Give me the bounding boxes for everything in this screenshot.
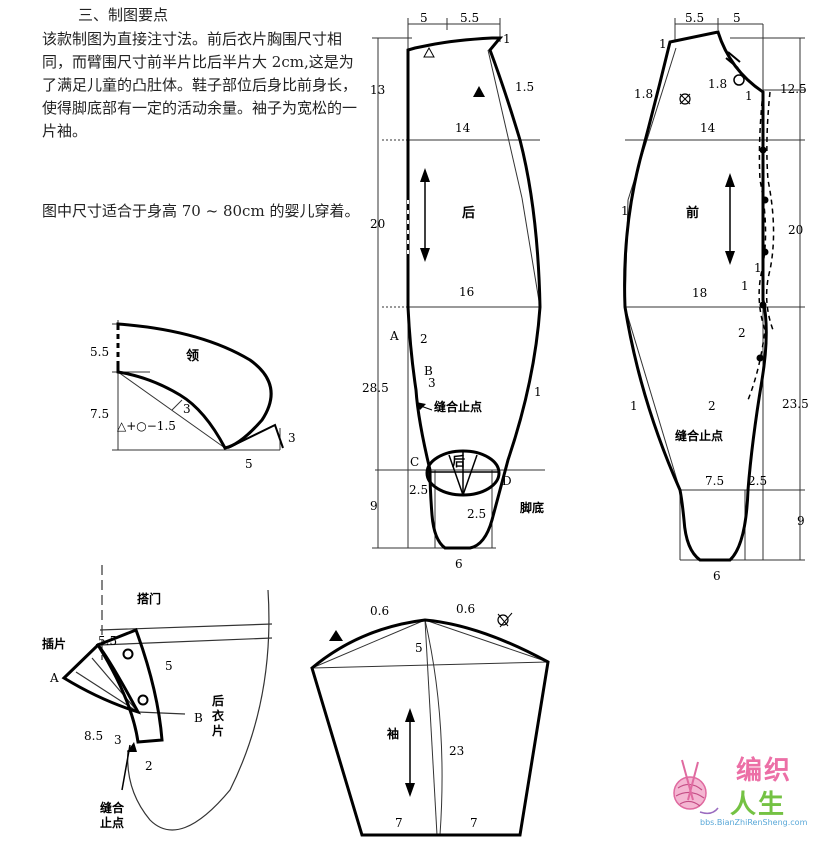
front-mark-1-side-upper: 1 — [621, 204, 629, 218]
placket-point-a: A — [49, 671, 59, 685]
sleeve-cap-height: 5 — [415, 641, 423, 655]
front-piece-title: 前 — [686, 205, 699, 221]
collar-dim-7-5: 7.5 — [90, 407, 109, 421]
back-small-2: 2 — [420, 332, 428, 346]
back-point-d: D — [502, 474, 512, 488]
back-piece-title: 后 — [462, 205, 475, 221]
placket-seam-stop-2: 止点 — [100, 815, 124, 830]
watermark-logo-icon — [673, 759, 719, 815]
front-top-width-1: 5.5 — [685, 11, 704, 25]
back-width-16: 16 — [459, 285, 474, 299]
front-mark-1-neck: 1 — [745, 89, 753, 103]
sleeve-label: 袖 — [387, 726, 399, 741]
front-top-width-2: 5 — [733, 11, 741, 25]
collar-dim-3-inner: 3 — [183, 402, 191, 416]
placket-dim-5-5: 5.5 — [98, 634, 117, 648]
front-mark-1-8-left: 1.8 — [634, 87, 653, 101]
front-width-18: 18 — [692, 286, 707, 300]
back-small-3: 3 — [428, 376, 436, 390]
front-dim-20: 20 — [788, 223, 803, 237]
collar-dim-3-outer: 3 — [288, 431, 296, 445]
back-mark-1-top: 1 — [503, 32, 511, 46]
back-width-14: 14 — [455, 121, 471, 135]
watermark-line-2: 人生 — [730, 790, 787, 820]
front-dim-23-5: 23.5 — [782, 397, 809, 411]
back-bottom-width: 6 — [455, 557, 463, 571]
notes-paragraph-2: 图中尺寸适合于身高 70 ~ 80cm 的婴儿穿着。 — [42, 202, 360, 220]
placket-point-b: B — [194, 711, 203, 725]
front-mark-1-shoulder: 1 — [659, 37, 667, 51]
back-point-a: A — [389, 329, 399, 343]
front-mark-1-center: 1 — [741, 279, 749, 293]
sleeve-dim-0-6-right: 0.6 — [456, 602, 475, 616]
back-point-c: C — [410, 455, 419, 469]
collar-dim-5-5: 5.5 — [90, 345, 109, 359]
back-small-2-5-left: 2.5 — [409, 483, 428, 497]
front-mark-1-center-b: 1 — [754, 261, 762, 275]
placket-seam-stop-1: 缝合 — [100, 800, 125, 815]
placket-detail: 搭门 插片 后 衣 片 缝合 止点 A B 5.5 5 8.5 3 2 — [42, 565, 273, 831]
back-mark-1-5: 1.5 — [515, 80, 534, 94]
sleeve-dim-0-6-left: 0.6 — [370, 604, 389, 618]
watermark-line-1: 编织 — [736, 756, 793, 786]
sleeve-bottom-right: 7 — [470, 816, 478, 830]
back-dim-20: 20 — [370, 217, 385, 231]
front-dim-9: 9 — [797, 514, 805, 528]
collar-formula: △+○−1.5 — [117, 419, 176, 433]
back-dim-13: 13 — [370, 83, 385, 97]
back-dim-9: 9 — [370, 499, 378, 513]
collar-label: 领 — [186, 348, 199, 364]
placket-label-chapian: 插片 — [42, 636, 66, 651]
back-sole-label: 脚底 — [520, 500, 544, 515]
front-piece: 5.5 5 12.5 20 23.5 9 14 18 7.5 2.5 1 1.8… — [621, 11, 809, 583]
front-bottom-width: 6 — [713, 569, 721, 583]
watermark-url: bbs.BianZhiRenSheng.com — [700, 818, 808, 827]
section-heading: 三、制图要点 — [78, 6, 169, 24]
back-point-b: B — [424, 364, 433, 378]
placket-label-back-2: 衣 — [212, 708, 224, 723]
placket-label-back-3: 片 — [212, 723, 224, 738]
placket-dim-3: 3 — [114, 733, 122, 747]
notes-paragraph-1: 该款制图为直接注寸法。前后衣片胸围尺寸相同，而臂围尺寸前半片比后半片大 2cm,… — [42, 30, 358, 140]
back-dim-28-5: 28.5 — [362, 381, 389, 395]
back-top-width-2: 5.5 — [460, 11, 479, 25]
placket-label-damen: 搭门 — [137, 591, 161, 606]
front-width-7-5: 7.5 — [705, 474, 724, 488]
front-width-2-5: 2.5 — [748, 474, 767, 488]
front-dim-12-5: 12.5 — [780, 82, 807, 96]
front-mark-2-lower: 2 — [708, 399, 716, 413]
back-small-2-5-right: 2.5 — [467, 507, 486, 521]
back-top-width-1: 5 — [420, 11, 428, 25]
placket-dim-8-5: 8.5 — [84, 729, 103, 743]
front-seam-stop-label: 缝合止点 — [675, 428, 723, 443]
placket-dim-5: 5 — [165, 659, 173, 673]
back-seam-stop-label: 缝合止点 — [434, 399, 482, 414]
collar-dim-5: 5 — [245, 457, 253, 471]
sleeve: 0.6 0.6 5 23 7 7 袖 — [310, 602, 550, 837]
back-mark-1-side: 1 — [534, 385, 542, 399]
front-mark-2-upper: 2 — [738, 326, 746, 340]
placket-label-back-1: 后 — [212, 693, 224, 708]
collar: 5.5 7.5 3 3 5 △+○−1.5 领 — [90, 320, 296, 471]
placket-dim-2: 2 — [145, 759, 153, 773]
back-piece: 5 5.5 13 20 28.5 9 14 16 1 1.5 1 A B C D… — [362, 11, 545, 571]
front-mark-1-8-neck: 1.8 — [708, 77, 727, 91]
front-mark-1-side-lower: 1 — [630, 399, 638, 413]
sleeve-bottom-left: 7 — [395, 816, 403, 830]
sleeve-length: 23 — [449, 744, 464, 758]
front-width-14: 14 — [700, 121, 716, 135]
back-piece-label: 后 — [452, 454, 465, 470]
